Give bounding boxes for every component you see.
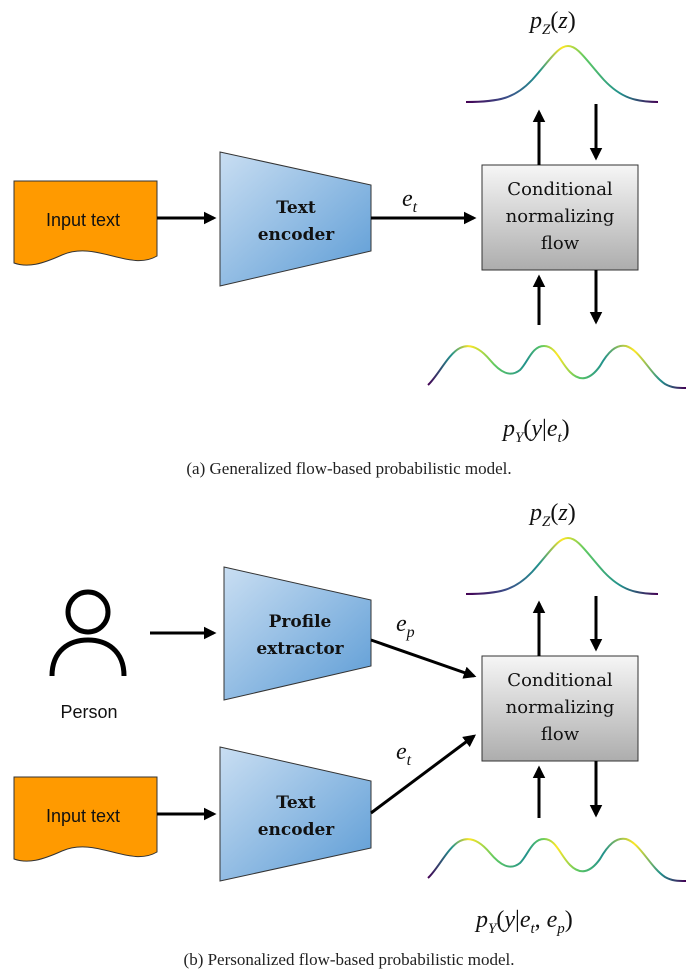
- pz-bell-curve: [465, 44, 659, 103]
- py-label: pY(y|et): [501, 416, 570, 446]
- text-encoder-label-b-1: Text: [276, 793, 316, 813]
- person-label: Person: [60, 702, 117, 722]
- profile-extractor-label-1: Profile: [269, 612, 332, 632]
- arrow-profile-to-flow: [370, 638, 477, 679]
- flow-box-label-1: Conditional: [507, 179, 613, 200]
- py-trimodal-curve-b: [427, 837, 687, 882]
- person-icon: [49, 589, 127, 677]
- arrow-encoder-to-flow-b: [370, 734, 477, 815]
- profile-extractor-label-2: extractor: [256, 639, 344, 659]
- flow-box-b-label-1: Conditional: [507, 670, 613, 691]
- flow-box-b-label-3: flow: [541, 724, 580, 745]
- flow-box-b-label-2: normalizing: [506, 697, 615, 718]
- py-trimodal-curve: [427, 344, 687, 389]
- text-encoder-label-b-2: encoder: [258, 820, 336, 840]
- input-text-document: [13, 180, 158, 266]
- caption-b: (b) Personalized flow-based probabilisti…: [184, 950, 515, 969]
- py-label-b: pY(y|et, ep): [474, 907, 573, 937]
- text-encoder-block-b: [219, 746, 372, 882]
- caption-a: (a) Generalized flow-based probabilistic…: [186, 459, 511, 478]
- input-text-document-b: [13, 776, 158, 862]
- pz-bell-curve-b: [465, 536, 659, 595]
- flow-box-b: [481, 655, 639, 762]
- flow-box-label-2: normalizing: [506, 206, 615, 227]
- panel-a: Input text Text encoder et Conditional n…: [13, 8, 687, 478]
- edge-label-et: et: [402, 186, 418, 216]
- input-text-label-b: Input text: [46, 806, 120, 826]
- profile-extractor-block: [223, 566, 372, 701]
- text-encoder-block: [219, 151, 372, 287]
- pz-label: pZ(z): [528, 8, 576, 38]
- edge-label-ep: ep: [396, 611, 415, 641]
- edge-label-et-b: et: [396, 739, 412, 769]
- text-encoder-label-2: encoder: [258, 225, 336, 245]
- text-encoder-label-1: Text: [276, 198, 316, 218]
- flow-box-label-3: flow: [541, 233, 580, 254]
- flow-box: [481, 164, 639, 271]
- panel-b: Person Profile extractor ep Input text T…: [13, 500, 687, 969]
- input-text-label: Input text: [46, 210, 120, 230]
- pz-label-b: pZ(z): [528, 500, 576, 530]
